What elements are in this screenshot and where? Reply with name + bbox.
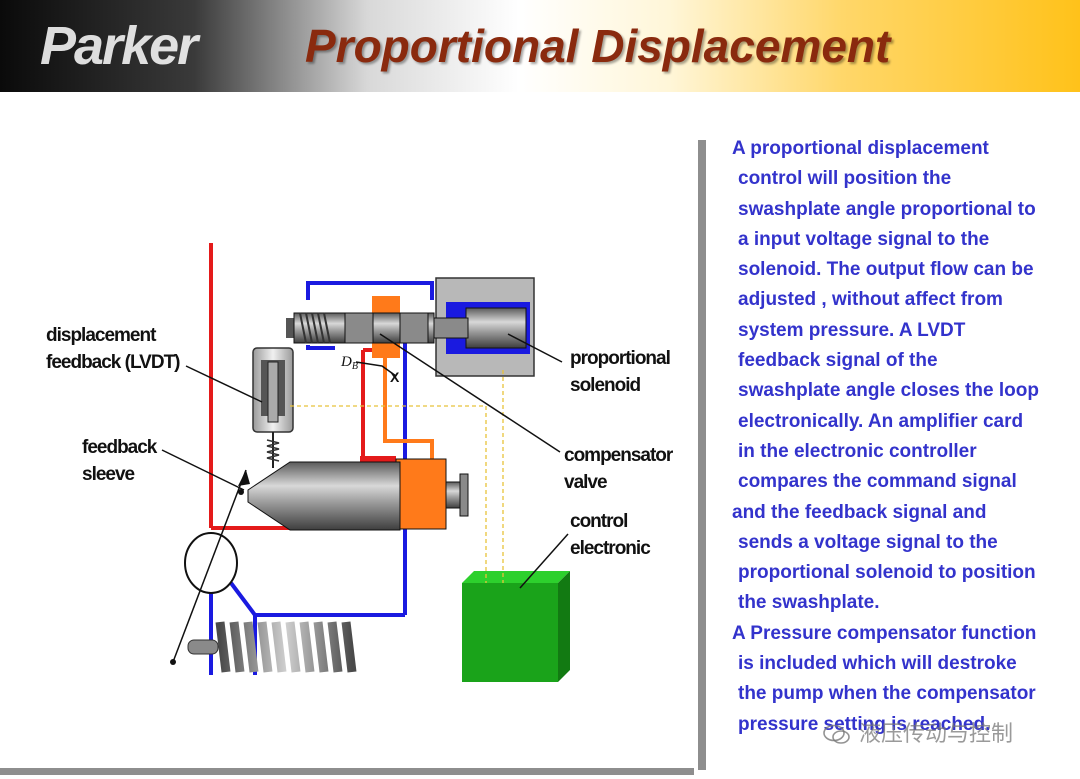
description-line: system pressure. A LVDT — [738, 319, 966, 341]
variable-pump-symbol — [170, 469, 250, 665]
feedback-sleeve-label: feedback sleeve — [82, 434, 157, 488]
control-electronic-label-line2: electronic — [570, 538, 651, 559]
hydraulic-diagram: DB X — [161, 243, 570, 682]
description-line: feedback signal of the — [738, 350, 938, 372]
compensator-label-line1: compensator — [564, 445, 673, 466]
feedback-sleeve-label-line2: sleeve — [82, 464, 135, 485]
description-line: the swashplate. — [738, 592, 880, 614]
leader-lines — [161, 333, 569, 589]
lvdt-label: displacement feedback (LVDT) — [46, 322, 181, 376]
description-line: adjusted , without affect from — [738, 289, 1003, 311]
control-piston — [247, 461, 469, 531]
db-label: DB — [340, 354, 358, 372]
description-line: pressure setting is reached. — [738, 713, 991, 735]
description-line: A Pressure compensator function — [732, 622, 1037, 644]
watermark-text: 液压传动与控制 — [859, 722, 1014, 747]
description-line: A proportional displacement — [732, 138, 989, 159]
header-banner: Parker Proportional Displacement — [0, 0, 1080, 92]
description-line: control will position the — [738, 168, 952, 190]
description-line: electronically. An amplifier card — [738, 410, 1024, 432]
control-electronic-box — [462, 571, 570, 682]
lvdt-sensor — [252, 347, 294, 468]
description-line: swashplate angle proportional to — [738, 198, 1036, 220]
description-line: is included which will destroke — [738, 653, 1017, 675]
description-line: the pump when the compensator — [738, 683, 1036, 705]
description-line: solenoid. The output flow can be — [738, 259, 1034, 281]
solenoid-label-line2: solenoid — [570, 375, 641, 396]
description-line: proportional solenoid to position — [738, 562, 1036, 584]
lvdt-label-line1: displacement — [46, 325, 156, 346]
description-text: A proportional displacement control will… — [732, 134, 1078, 740]
vertical-divider — [698, 140, 706, 770]
orifice-x-label: X — [390, 369, 400, 385]
description-line: compares the command signal — [738, 471, 1017, 493]
description-line: in the electronic controller — [738, 440, 977, 462]
solenoid-label-line1: proportional — [570, 348, 671, 369]
parker-logo: Parker — [40, 16, 198, 76]
page-title: Proportional Displacement — [305, 20, 891, 72]
feedback-sleeve-label-line1: feedback — [82, 437, 157, 458]
compensator-label-line2: valve — [564, 472, 608, 493]
spool-valve — [286, 312, 435, 344]
spring-seat — [187, 639, 219, 655]
return-spring — [215, 621, 357, 673]
watermark: 液压传动与控制 — [822, 716, 1013, 748]
wechat-icon — [823, 724, 850, 744]
solenoid-label: proportional solenoid — [570, 345, 671, 399]
compensator-label: compensator valve — [564, 442, 673, 496]
description-line: and the feedback signal and — [732, 501, 987, 523]
description-line: a input voltage signal to the — [738, 228, 990, 250]
control-electronic-label: control electronic — [570, 508, 651, 562]
lvdt-label-line2: feedback (LVDT) — [46, 352, 181, 373]
signal-wires — [290, 370, 504, 583]
description-line: sends a voltage signal to the — [738, 531, 998, 553]
bottom-divider — [0, 768, 694, 775]
control-electronic-label-line1: control — [570, 511, 628, 532]
description-line: swashplate angle closes the loop — [738, 380, 1039, 402]
proportional-solenoid — [433, 277, 535, 377]
